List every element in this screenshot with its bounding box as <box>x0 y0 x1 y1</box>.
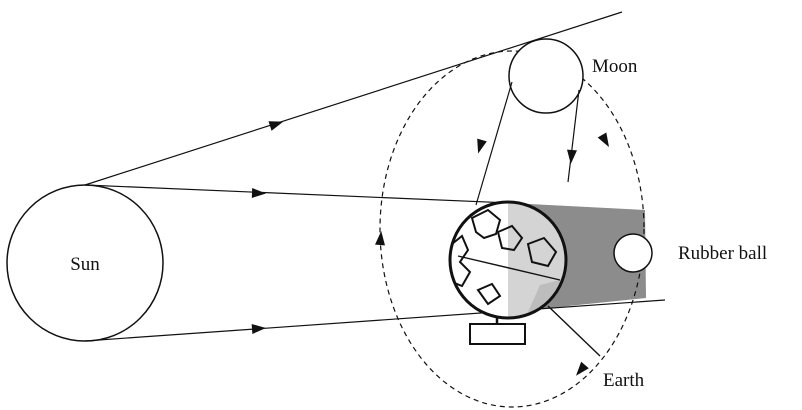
arrowhead <box>251 324 266 334</box>
moon <box>508 38 584 114</box>
arrowhead <box>576 361 589 376</box>
orbit-arrowheads <box>375 132 609 376</box>
arrowhead <box>268 121 284 131</box>
moon-to-earth-lines <box>475 81 580 206</box>
arrowhead <box>567 149 577 164</box>
globe-stand-base <box>469 323 526 345</box>
ray-arrowheads <box>251 121 284 334</box>
arrowhead <box>251 188 266 198</box>
sun-label: Sun <box>70 254 100 275</box>
globe-axis <box>457 255 561 281</box>
ray-to-earth-top <box>84 184 511 204</box>
moon-line-arrowheads <box>477 138 577 164</box>
globe-outline <box>448 200 568 320</box>
moon-label: Moon <box>592 56 638 77</box>
arrowhead <box>597 132 609 148</box>
ray-lower <box>84 299 666 342</box>
earth-label: Earth <box>603 370 645 391</box>
arrowhead <box>477 138 487 154</box>
arrowhead <box>375 231 385 246</box>
rubber-ball <box>613 233 653 273</box>
earth-pointer-line <box>547 305 601 357</box>
moon-orbit <box>379 50 645 408</box>
rubber-ball-label: Rubber ball <box>678 243 767 264</box>
